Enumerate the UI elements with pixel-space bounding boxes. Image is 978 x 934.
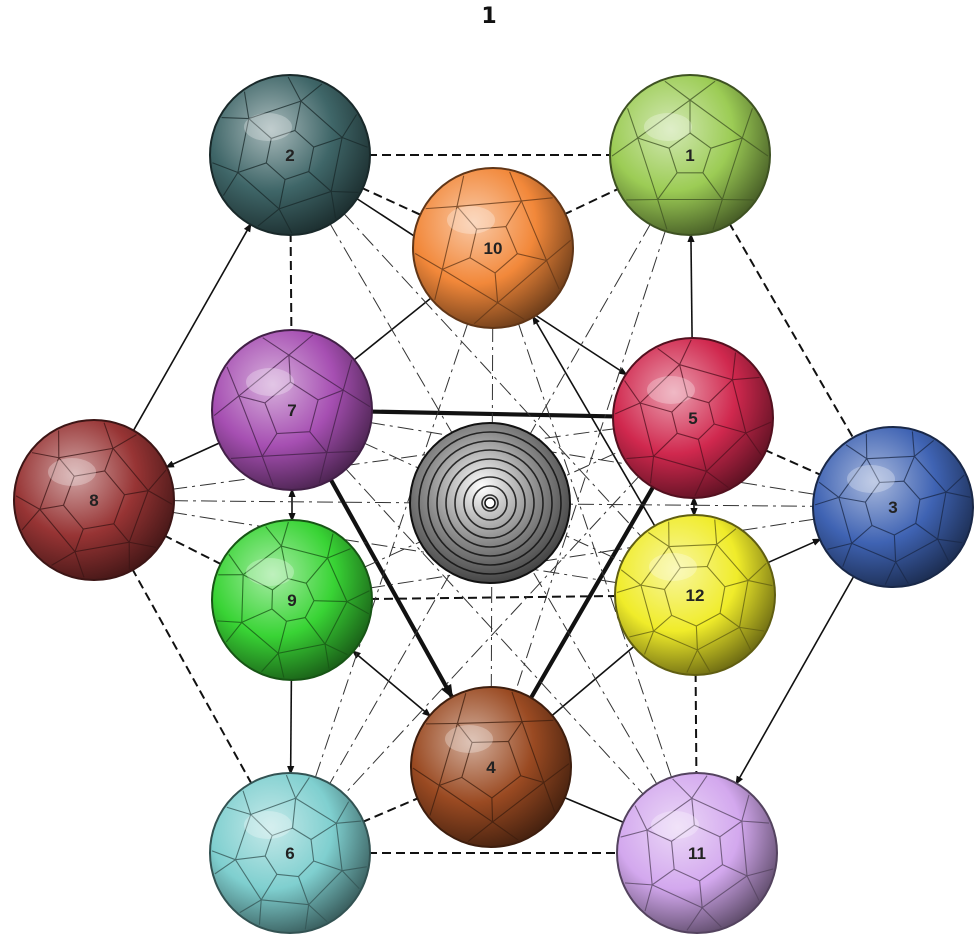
sphere-7: 7 xyxy=(212,330,372,490)
sphere-label-1: 1 xyxy=(685,146,694,165)
sphere-12: 12 xyxy=(615,515,775,675)
sphere-label-11: 11 xyxy=(688,844,706,863)
sphere-label-9: 9 xyxy=(287,591,296,610)
edge-8-9 xyxy=(164,535,223,565)
sphere-4: 4 xyxy=(411,687,571,847)
sphere-8: 8 xyxy=(14,420,174,580)
edge-10-7 xyxy=(353,297,433,361)
edge-2-10 xyxy=(361,187,422,215)
sphere-10: 10 xyxy=(413,168,573,328)
edge-4-12 xyxy=(551,645,636,716)
edge-9-12 xyxy=(370,596,617,599)
sphere-5: 5 xyxy=(613,338,773,498)
sphere-label-3: 3 xyxy=(888,498,897,517)
edge-4-11 xyxy=(563,797,625,823)
sphere-1: 1 xyxy=(610,75,770,235)
edge-5-3 xyxy=(764,450,821,476)
sphere-label-10: 10 xyxy=(484,239,503,258)
sphere-label-2: 2 xyxy=(285,146,294,165)
sphere-label-12: 12 xyxy=(686,586,705,605)
edge-12-11 xyxy=(696,673,697,775)
sphere-label-8: 8 xyxy=(89,491,98,510)
sphere-label-7: 7 xyxy=(287,401,296,420)
edge-2-7 xyxy=(291,233,292,332)
center-sphere xyxy=(410,423,570,583)
sphere-label-5: 5 xyxy=(688,409,697,428)
sphere-11: 11 xyxy=(617,773,777,933)
sphere-2: 2 xyxy=(210,75,370,235)
sphere-6: 6 xyxy=(210,773,370,933)
sphere-label-4: 4 xyxy=(486,758,496,777)
sphere-label-6: 6 xyxy=(285,844,294,863)
edge-7-8 xyxy=(165,442,221,467)
edge-5-1 xyxy=(691,233,692,340)
edge-10-1 xyxy=(564,188,620,214)
sphere-9: 9 xyxy=(212,520,372,680)
edge-6-4 xyxy=(362,798,420,823)
edge-4-9 xyxy=(352,650,432,717)
edge-9-6 xyxy=(291,678,292,775)
sphere-3: 3 xyxy=(813,427,973,587)
edge-12-3 xyxy=(766,539,821,564)
